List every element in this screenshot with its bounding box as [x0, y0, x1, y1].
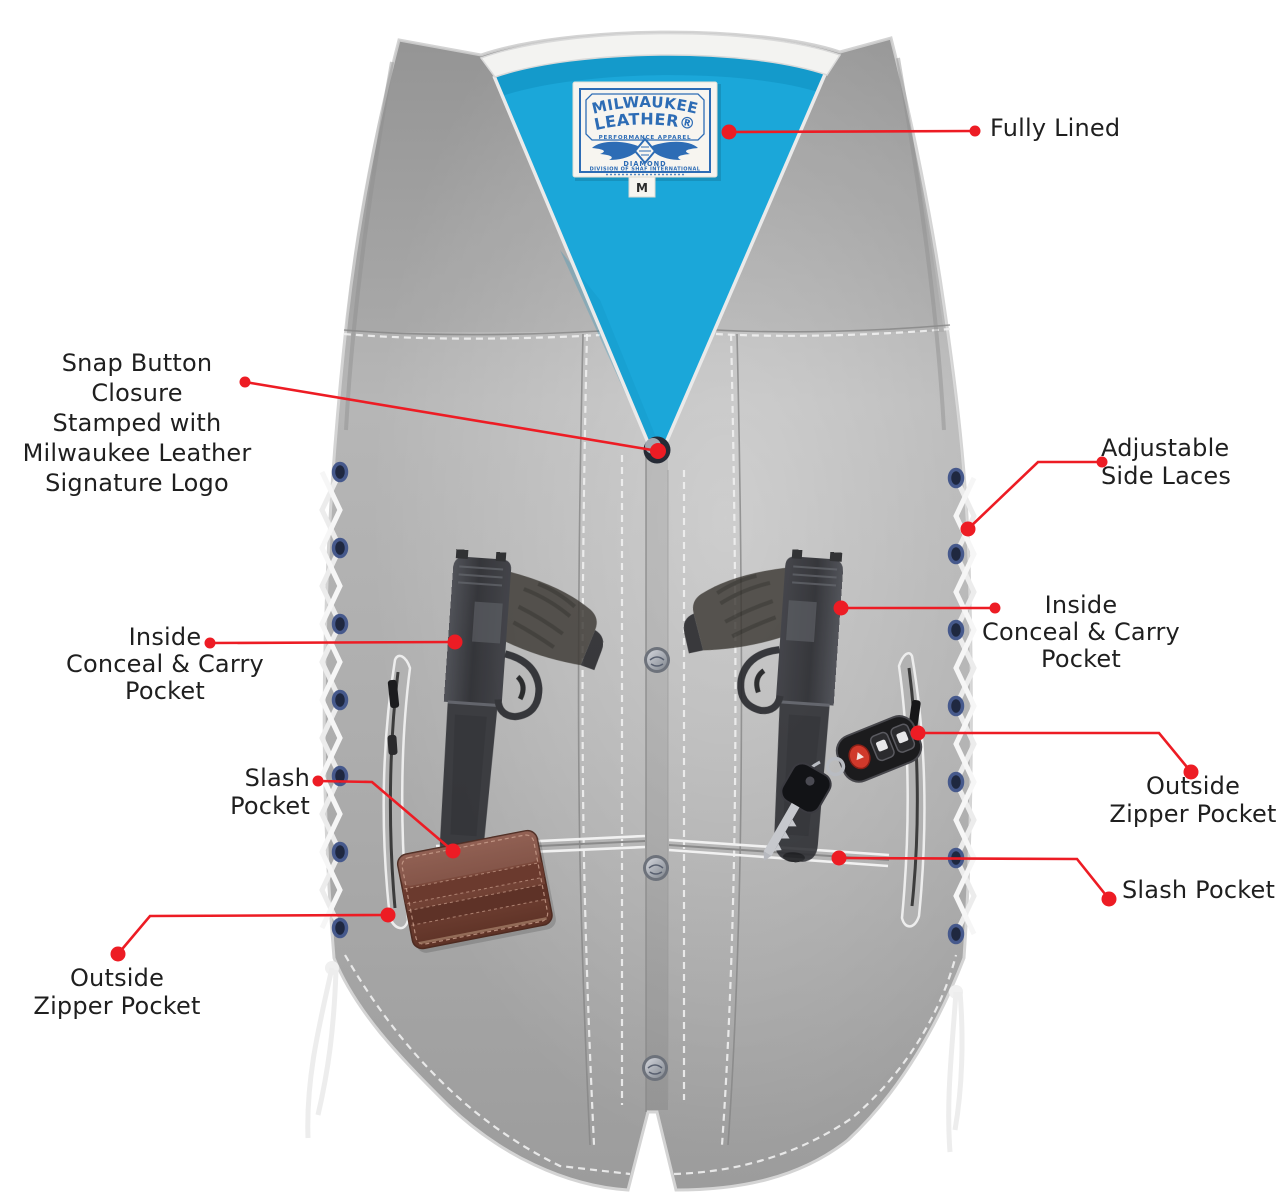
- callout-fully-lined: Fully Lined: [990, 114, 1121, 142]
- callout-outside-zipper-right: Outside Zipper Pocket: [1109, 772, 1277, 828]
- tag-size: M: [636, 181, 648, 195]
- leader-fully-lined: [721, 124, 981, 140]
- left-side-laces: [305, 461, 349, 1139]
- callout-outside-zipper-left: Outside Zipper Pocket: [33, 964, 201, 1020]
- callout-snap-button-closure: Snap Button Closure Stamped with Milwauk…: [22, 349, 252, 497]
- collar: [479, 32, 842, 78]
- leader-outside-zipper-left: [110, 907, 396, 962]
- leader-outside-zipper-right: [910, 725, 1199, 780]
- callout-slash-pocket-left: Slash Pocket: [230, 764, 310, 820]
- tag-wings-emblem: [592, 137, 698, 165]
- leader-slash-pocket-left: [312, 775, 461, 859]
- leader-snap-button-closure: [239, 376, 666, 459]
- callout-inside-conceal-right: Inside Conceal & Carry Pocket: [982, 591, 1180, 673]
- car-key: [763, 762, 832, 861]
- tag-footer: DIVISION OF SHAF INTERNATIONAL: [590, 167, 701, 173]
- leader-adjustable-side-laces: [960, 456, 1108, 537]
- snap-button-3: [643, 855, 669, 881]
- leader-inside-conceal-left: [204, 634, 463, 650]
- callout-slash-pocket-right: Slash Pocket: [1122, 876, 1276, 904]
- garment-tag: MILWAUKEE LEATHER® PERFORMANCE APPAREL D…: [572, 81, 721, 198]
- snap-buttons: [642, 436, 671, 1081]
- leader-slash-pocket-right: [831, 850, 1117, 907]
- tag-banner: DIAMOND: [623, 160, 666, 168]
- callout-inside-conceal-left: Inside Conceal & Carry Pocket: [66, 623, 264, 705]
- snap-button-4: [642, 1055, 668, 1081]
- callout-adjustable-side-laces: Adjustable Side Laces: [1101, 434, 1232, 490]
- snap-button-2: [644, 647, 670, 673]
- callout-leaders: [110, 124, 1199, 962]
- leader-inside-conceal-right: [833, 600, 1001, 616]
- wallet: [396, 829, 556, 953]
